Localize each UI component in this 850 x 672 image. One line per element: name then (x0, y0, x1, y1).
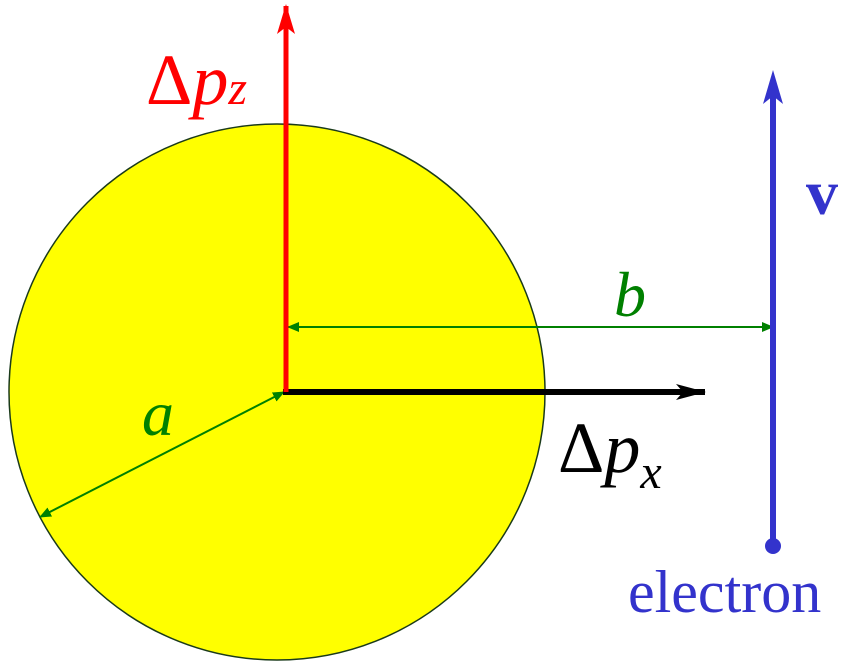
delta-px-label: Δpx (558, 408, 662, 499)
delta-pz-delta: Δ (146, 40, 192, 120)
delta-px-delta: Δ (558, 408, 604, 488)
electron-label: electron (628, 559, 821, 625)
electron-velocity-arrowhead (763, 70, 783, 104)
impact-parameter-label: b (614, 259, 646, 330)
delta-pz-label: Δpz (146, 40, 247, 120)
delta-pz-arrowhead (277, 4, 295, 34)
delta-px-p: p (599, 408, 640, 488)
delta-pz-subscript: z (227, 62, 247, 115)
delta-px-subscript: x (639, 446, 661, 499)
delta-pz-p: p (187, 40, 228, 120)
velocity-label: v (806, 157, 838, 228)
electron-dot (765, 538, 781, 554)
radius-dimension-line (39, 391, 285, 518)
radius-label: a (142, 378, 174, 449)
